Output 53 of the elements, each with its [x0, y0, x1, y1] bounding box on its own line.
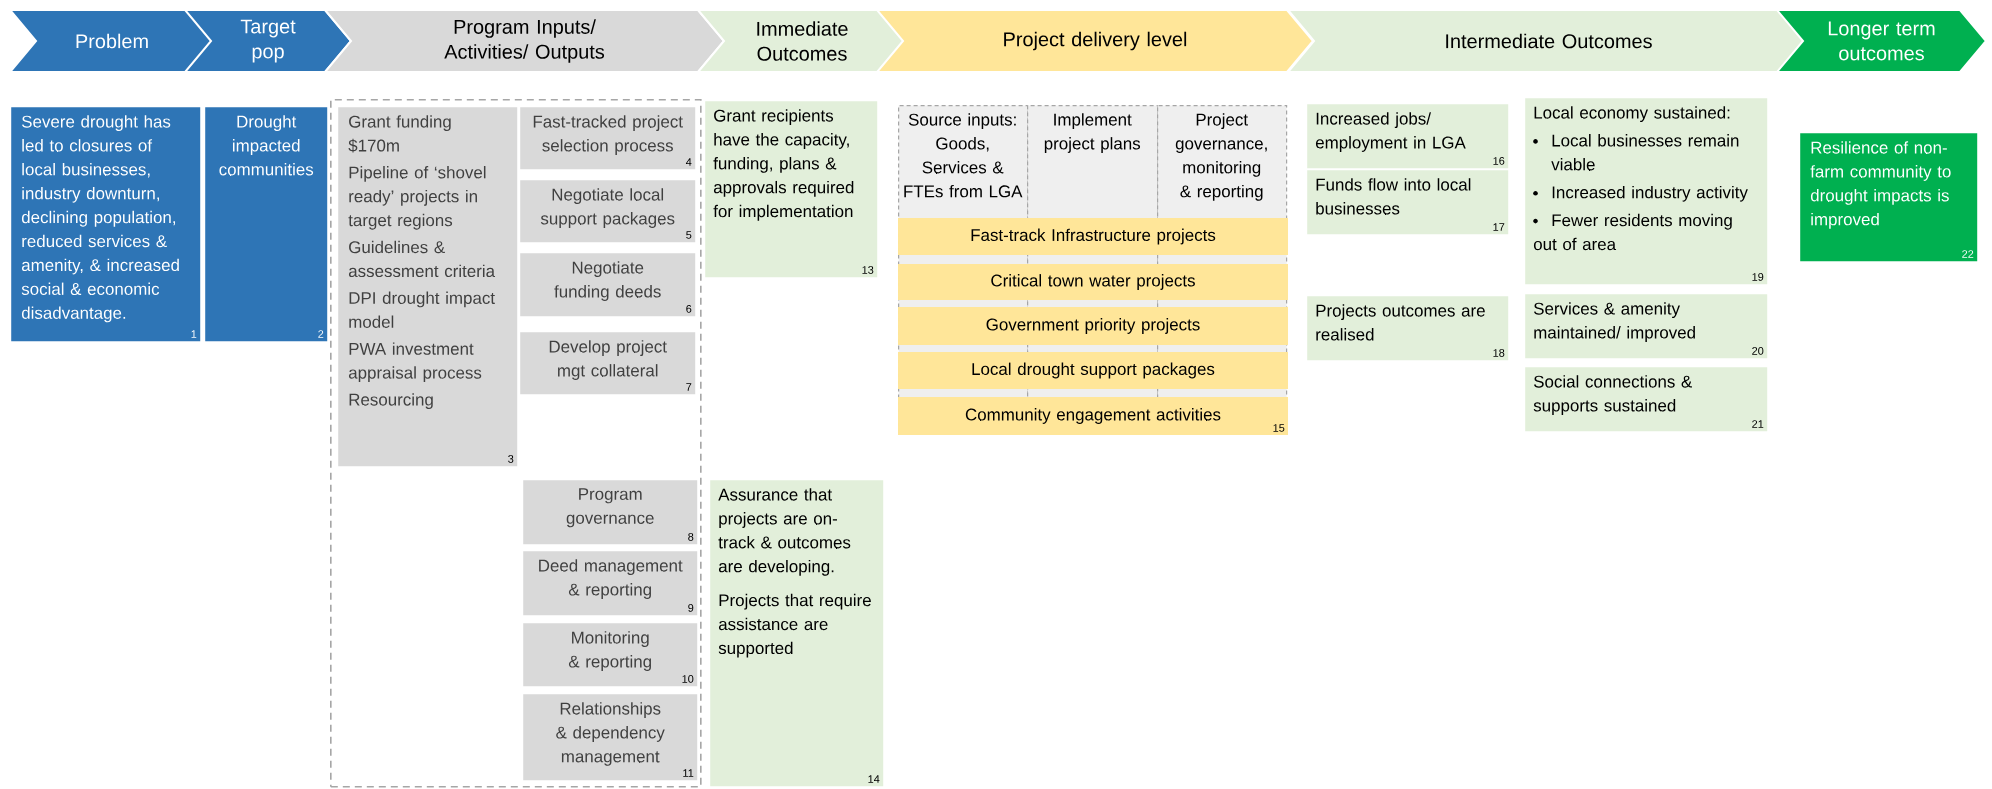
- node-label: Funds flow into local businesses: [1316, 178, 1471, 215]
- outcome-box: Local economy sustained: Local businesses remain viable Increased industry activity Fewer residents moving out of area 19: [1525, 98, 1768, 285]
- callout-number: 14: [868, 775, 880, 783]
- activity-box: Program governance 8: [523, 480, 698, 545]
- callout-number: 13: [862, 266, 874, 274]
- dashed-frame: [330, 99, 702, 788]
- outcome-box: Increased jobs/ employment in LGA 16: [1307, 104, 1509, 169]
- callout-number: 5: [686, 231, 692, 239]
- callout-number: 4: [685, 158, 692, 166]
- outcome-box: Resilience of non-farm community to drought impacts is improved 22: [1800, 133, 1978, 262]
- activity-box: Develop project mgt collateral 7: [520, 332, 696, 395]
- project-bar: Government priority projects: [898, 307, 1288, 345]
- outcome-box: Services & amenity maintained/ improved 20: [1525, 294, 1768, 359]
- callout-number: 18: [1493, 349, 1505, 357]
- outcome-box: Funds flow into local businesses 17: [1307, 170, 1509, 235]
- callout-number: 6: [686, 305, 692, 313]
- project-bar: Fast-track Infrastructure projects: [898, 218, 1288, 255]
- callout-number: 17: [1493, 223, 1505, 231]
- activity-box: Fast-tracked project selection process 4: [520, 107, 696, 170]
- outcome-box: Assurance that projects are on-track & outcomes are developing. Projects that require assistance are supported 14: [710, 480, 884, 787]
- callout-number: 21: [1752, 420, 1764, 428]
- callout-number: 9: [688, 604, 694, 612]
- activity-box: Monitoring & reporting 10: [523, 623, 698, 687]
- activity-box: Negotiate local support packages 5: [520, 180, 696, 243]
- input-box: Grant funding $170m Pipeline of ‘shovel ready’ projects in target regions Guidelines & assessment criteria DPI drought impact model PWA investment appraisal process Resourcing 3: [338, 107, 518, 467]
- activity-box: Negotiate funding deeds 6: [520, 253, 696, 317]
- callout-number: 3: [508, 455, 514, 463]
- chevron-heading: Project delivery level: [874, 9, 1315, 73]
- node-label: Increased jobs/ employment in LGA: [1315, 112, 1466, 152]
- project-bar: Local drought support packages: [898, 352, 1288, 389]
- callout-number: 11: [683, 769, 694, 777]
- problem-box: Severe drought has led to closures of local businesses, industry downturn, declining population, reduced services & amenity, & increased social & economic disadvantage. 1: [11, 107, 201, 342]
- callout-number: 2: [318, 330, 324, 338]
- outcome-box: Projects outcomes are realised 18: [1307, 296, 1509, 361]
- activity-box: Deed management & reporting 9: [523, 551, 698, 616]
- callout-number: 20: [1752, 347, 1764, 355]
- project-bar: Community engagement activities 15: [898, 397, 1288, 435]
- chevron-heading: Target pop: [182, 9, 353, 73]
- outcome-box: Grant recipients have the capacity, funding, plans & approvals required for implementation 13: [705, 101, 878, 278]
- callout-number: 16: [1493, 157, 1505, 165]
- chevron-heading: Program Inputs/ Activities/ Outputs: [322, 9, 726, 73]
- callout-number: 10: [682, 675, 694, 683]
- callout-number: 15: [1273, 424, 1285, 432]
- text-box: Drought impacted communities 2: [205, 107, 328, 342]
- callout-number: 8: [688, 533, 694, 541]
- callout-number: 22: [1962, 250, 1974, 258]
- callout-number: 19: [1752, 273, 1764, 281]
- callout-number: 7: [686, 383, 692, 391]
- activity-box: Relationships & dependency management 11: [523, 694, 698, 781]
- callout-number: 1: [191, 330, 197, 338]
- chevron-heading: Longer term outcomes: [1774, 9, 1988, 73]
- outcome-box: Social connections & supports sustained 21: [1525, 367, 1768, 432]
- project-bar: Critical town water projects: [898, 264, 1288, 300]
